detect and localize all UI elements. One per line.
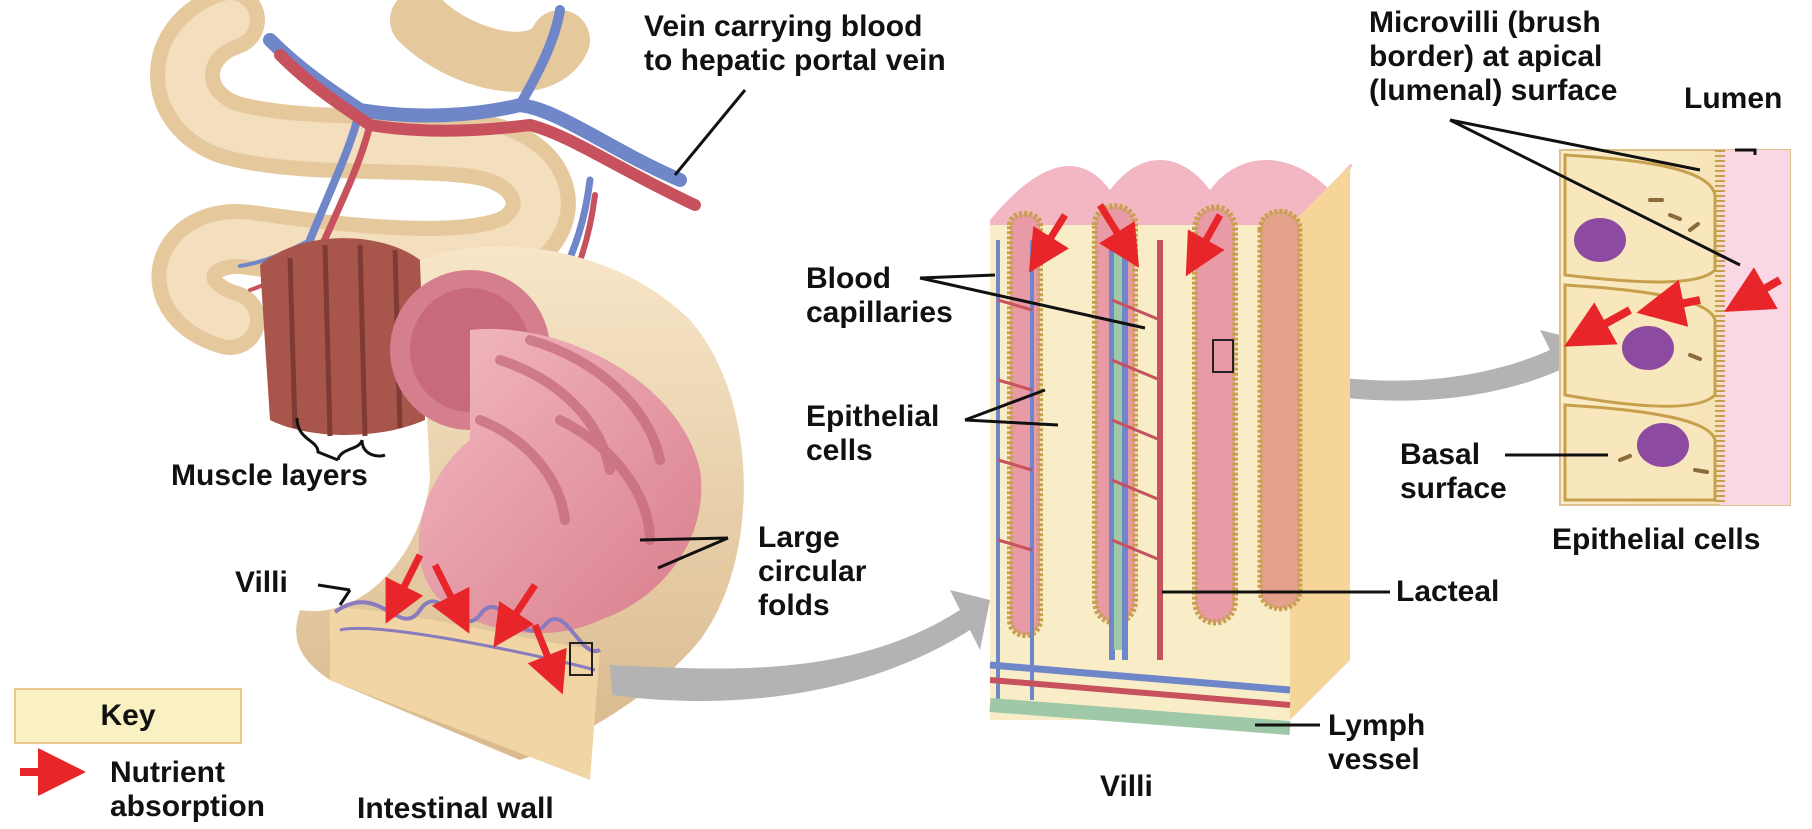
label-blood-capillaries: Blood capillaries — [806, 262, 953, 330]
label-basal-surface: Basal surface — [1400, 438, 1507, 506]
key-title: Key — [16, 699, 240, 733]
label-epithelial-cells: Epithelial cells — [806, 400, 939, 468]
label-villi-caption: Villi — [1100, 770, 1153, 804]
label-intestinal-wall: Intestinal wall — [357, 792, 554, 826]
label-microvilli: Microvilli (brush border) at apical (lum… — [1369, 6, 1617, 108]
label-epithelial-cells-caption: Epithelial cells — [1552, 523, 1760, 557]
label-lymph-vessel: Lymph vessel — [1328, 709, 1425, 777]
label-villi-wall: Villi — [235, 566, 288, 600]
label-large-circular-folds: Large circular folds — [758, 521, 866, 623]
key-item-nutrient-absorption: Nutrient absorption — [110, 756, 265, 824]
label-lumen: Lumen — [1684, 82, 1782, 116]
label-lacteal: Lacteal — [1396, 575, 1499, 609]
key-box: Key — [14, 688, 242, 744]
label-vein: Vein carrying blood to hepatic portal ve… — [644, 10, 946, 78]
label-muscle-layers: Muscle layers — [171, 459, 368, 493]
